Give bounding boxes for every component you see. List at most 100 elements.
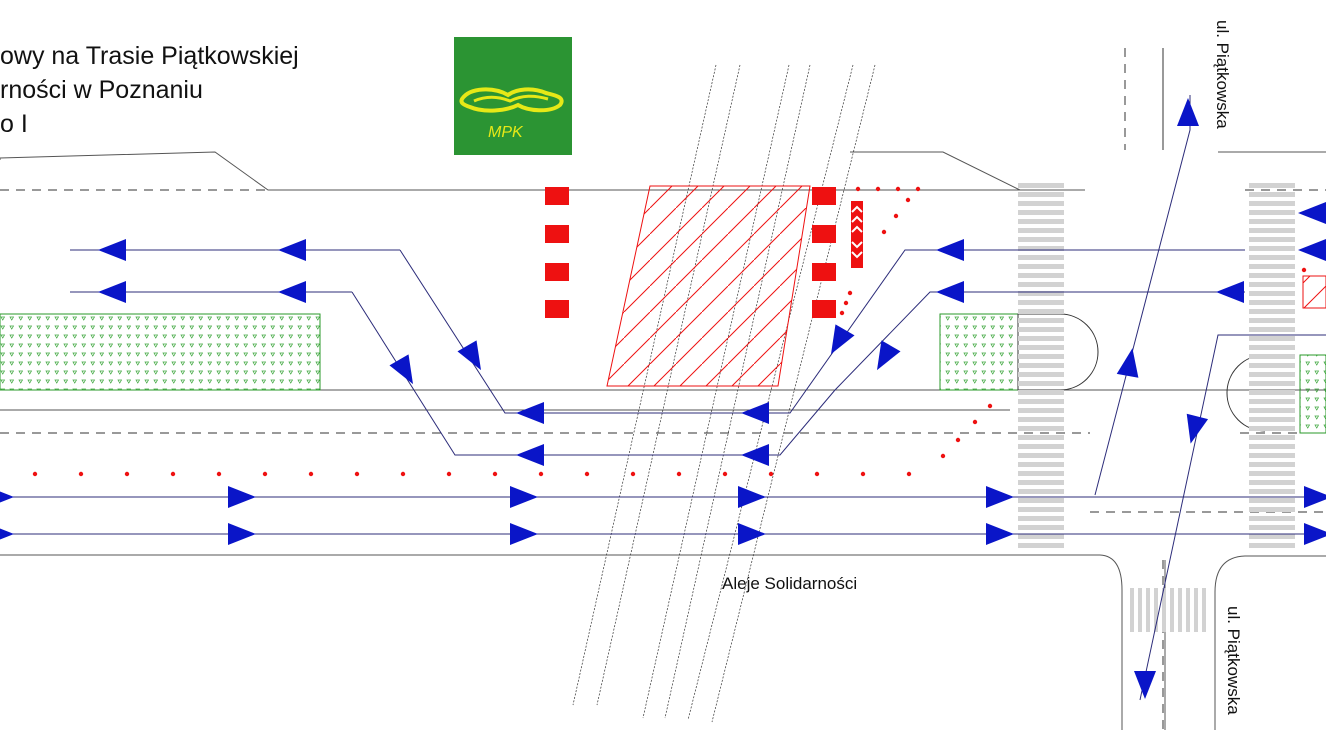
zebra-stripe	[1249, 363, 1295, 368]
lane-arrow-west	[516, 444, 544, 466]
zebra-stripe	[1249, 462, 1295, 467]
lane-arrow-west	[741, 402, 769, 424]
lane-arrow-east	[738, 486, 766, 508]
zebra-stripe	[1249, 516, 1295, 521]
lane-arrow-east	[986, 486, 1014, 508]
zebra-stripe	[1146, 588, 1150, 632]
edge-hatched-sign	[1302, 275, 1326, 309]
red-dot	[875, 186, 881, 192]
zebra-stripe	[1249, 453, 1295, 458]
zebra-stripe	[1018, 471, 1064, 476]
lane-arrow-west	[516, 402, 544, 424]
lane-arrow-west	[98, 281, 126, 303]
mpk-logo: MPK	[454, 37, 572, 155]
zebra-stripe	[1018, 273, 1064, 278]
lane-arrow-east	[986, 523, 1014, 545]
zebra-stripe	[1249, 264, 1295, 269]
zebra-stripe	[1249, 471, 1295, 476]
red-dot	[170, 471, 176, 477]
red-dot	[216, 471, 222, 477]
lane-arrow-west	[936, 281, 964, 303]
lane-arrow-north	[1116, 348, 1139, 378]
lane-arrow-east	[1304, 523, 1326, 545]
lane-arrow-west	[278, 281, 306, 303]
lane-arrow-south	[1186, 413, 1209, 444]
zebra-stripe	[1249, 300, 1295, 305]
lane-arrow-west	[278, 239, 306, 261]
red-dot	[446, 471, 452, 477]
zebra-stripe	[1202, 588, 1206, 632]
red-dot	[262, 471, 268, 477]
zebra-stripe	[1249, 354, 1295, 359]
hatched-zone	[606, 185, 811, 387]
zebra-stripe	[1018, 453, 1064, 458]
lane-arrow-east	[510, 523, 538, 545]
zebra-stripe	[1154, 588, 1158, 632]
zebra-stripe	[1249, 399, 1295, 404]
green-islands	[0, 313, 1326, 434]
zebra-stripe	[1018, 192, 1064, 197]
red-dot	[124, 471, 130, 477]
zebra-stripe	[1249, 435, 1295, 440]
zebra-stripe	[1130, 588, 1134, 632]
zebra-stripe	[1018, 264, 1064, 269]
red-dot	[860, 471, 866, 477]
lane-arrow-turn	[389, 354, 413, 385]
zebra-stripe	[1249, 291, 1295, 296]
zebra-stripe	[1194, 588, 1198, 632]
red-dot	[839, 310, 845, 316]
title-line-2: rności w Poznaniu	[0, 76, 203, 104]
zebra-stripe	[1018, 390, 1064, 395]
zebra-stripe	[1249, 336, 1295, 341]
zebra-stripe	[1018, 237, 1064, 242]
red-dot	[1301, 267, 1307, 273]
zebra-stripe	[1249, 201, 1295, 206]
zebra-stripe	[1018, 219, 1064, 224]
lane-arrow-east	[738, 523, 766, 545]
zebra-stripe	[1018, 543, 1064, 548]
zebra-stripe	[1186, 588, 1190, 632]
zebra-stripe	[1249, 381, 1295, 386]
red-dot	[78, 471, 84, 477]
red-dot	[972, 419, 978, 425]
red-dot	[722, 471, 728, 477]
zebra-stripe	[1018, 498, 1064, 503]
red-dot-markings	[32, 186, 1307, 477]
red-dot	[881, 229, 887, 235]
direction-arrows	[0, 98, 1326, 699]
street-south-label: ul. Piątkowska	[1224, 606, 1243, 715]
zebra-stripe	[1018, 210, 1064, 215]
zebra-stripe	[1249, 183, 1295, 188]
zebra-stripe	[1018, 363, 1064, 368]
lane-arrow-east	[228, 523, 256, 545]
zebra-stripe	[1018, 300, 1064, 305]
red-dot	[893, 213, 899, 219]
zebra-stripe	[1249, 480, 1295, 485]
title-line-1: owy na Trasie Piątkowskiej	[0, 42, 299, 70]
zebra-stripe	[1018, 255, 1064, 260]
zebra-stripe	[1018, 516, 1064, 521]
zebra-stripe	[1249, 255, 1295, 260]
zebra-stripe	[1018, 408, 1064, 413]
zebra-stripe	[1018, 201, 1064, 206]
zebra-stripe	[1249, 309, 1295, 314]
zebra-stripe	[1249, 372, 1295, 377]
zebra-stripe	[1018, 336, 1064, 341]
zebra-stripe	[1018, 435, 1064, 440]
street-north-label: ul. Piątkowska	[1213, 20, 1232, 129]
zebra-stripe	[1018, 444, 1064, 449]
red-dot	[987, 403, 993, 409]
zebra-stripe	[1018, 309, 1064, 314]
red-dot	[32, 471, 38, 477]
zebra-stripe	[1018, 327, 1064, 332]
red-dot	[855, 186, 861, 192]
zebra-stripe	[1018, 354, 1064, 359]
red-dot	[308, 471, 314, 477]
red-dot	[630, 471, 636, 477]
red-dot	[676, 471, 682, 477]
red-dot	[814, 471, 820, 477]
zebra-stripe	[1018, 345, 1064, 350]
red-dot	[843, 300, 849, 306]
